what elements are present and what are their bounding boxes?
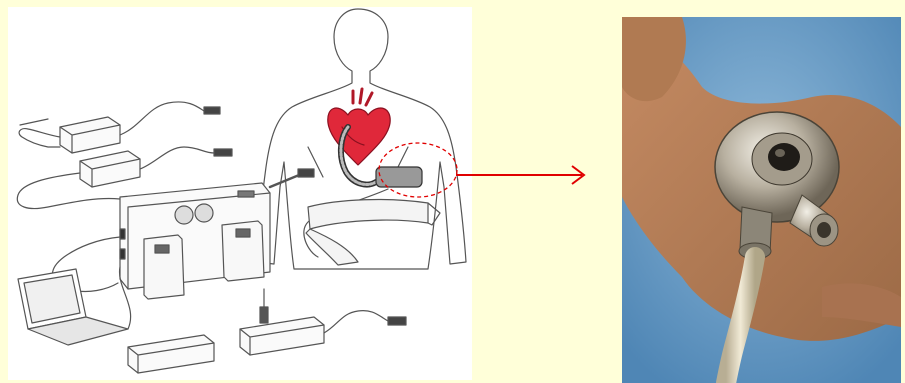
carry-belt (306, 200, 440, 265)
photo-svg (622, 17, 901, 383)
right-arrow-icon (440, 160, 590, 190)
battery-charger-1 (128, 335, 214, 373)
implanted-pump-photo (622, 17, 901, 383)
illustration-svg (8, 7, 472, 380)
implanted-pump-drawing (376, 167, 422, 187)
laptop-monitor (18, 267, 131, 345)
lvad-system-illustration (8, 7, 472, 380)
power-adapter-1 (19, 102, 220, 153)
heart-illustration (328, 89, 390, 165)
battery-charger-2 (240, 289, 406, 355)
